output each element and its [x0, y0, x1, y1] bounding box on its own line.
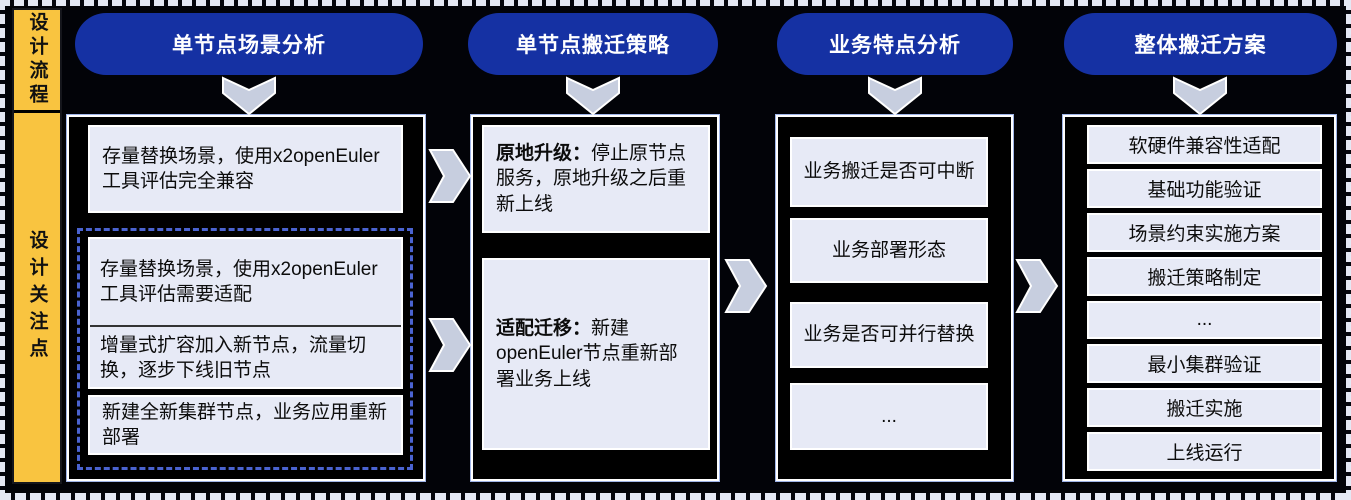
step-text: 上线运行	[1166, 443, 1243, 465]
step-text: 业务部署形态	[831, 239, 946, 261]
step-box: 搬迁策略制定	[1087, 256, 1322, 296]
stage-header-business-analysis: 业务特点分析	[777, 13, 1013, 75]
step-box: ...	[1087, 300, 1322, 340]
sidebar-label-design-focus: 设计关注点	[14, 113, 60, 482]
column-scenario-analysis: 存量替换场景，使用x2openEuler工具评估完全兼容 存量替换场景，使用x2…	[67, 115, 425, 481]
step-text: 存量替换场景，使用x2openEuler工具评估需要适配	[100, 258, 378, 305]
sidebar: 设计流程 设计关注点	[12, 8, 62, 484]
step-text: 增量式扩容加入新节点，流量切换，逐步下线旧节点	[100, 334, 367, 381]
right-arrow-icon	[428, 318, 472, 372]
step-text: 原地升级：停止原节点服务，原地升级之后重新上线	[496, 141, 696, 216]
right-arrow-icon	[1015, 259, 1059, 313]
step-box-pair: 存量替换场景，使用x2openEuler工具评估需要适配 增量式扩容加入新节点，…	[88, 237, 403, 389]
canvas-dashed-border-top	[0, 0, 1351, 6]
stage-header-label: 业务特点分析	[829, 34, 961, 57]
step-box: ...	[790, 383, 988, 450]
stage-header-label: 整体搬迁方案	[1134, 34, 1267, 57]
design-focus-dashed-group: 存量替换场景，使用x2openEuler工具评估需要适配 增量式扩容加入新节点，…	[77, 228, 413, 470]
plan-step-stack: 软硬件兼容性适配 基础功能验证 场景约束实施方案 搬迁策略制定 ... 最小集群…	[1087, 125, 1322, 471]
step-text: 基础功能验证	[1147, 179, 1262, 201]
step-box: 增量式扩容加入新节点，流量切换，逐步下线旧节点	[90, 329, 401, 387]
step-box: 原地升级：停止原节点服务，原地升级之后重新上线	[482, 125, 710, 233]
sidebar-label-design-process: 设计流程	[14, 10, 60, 110]
step-text: 业务搬迁是否可中断	[803, 161, 975, 183]
step-title: 原地升级：	[496, 143, 592, 165]
stage-header-overall-plan: 整体搬迁方案	[1064, 13, 1337, 75]
stage-header-label: 单节点搬迁策略	[516, 34, 670, 57]
step-text: 软硬件兼容性适配	[1128, 135, 1281, 157]
step-text: ...	[881, 405, 897, 427]
step-body: 新建openEuler节点重新部署业务上线	[496, 318, 678, 390]
right-arrow-icon	[428, 149, 472, 203]
canvas-dashed-border-right	[1346, 0, 1351, 500]
column-business-analysis: 业务搬迁是否可中断 业务部署形态 业务是否可并行替换 ...	[776, 115, 1013, 481]
step-text: 场景约束实施方案	[1128, 223, 1281, 245]
step-box: 存量替换场景，使用x2openEuler工具评估完全兼容	[88, 125, 403, 213]
step-box: 搬迁实施	[1087, 388, 1322, 428]
canvas-dashed-border-bottom	[0, 493, 1351, 500]
step-box: 适配迁移：新建openEuler节点重新部署业务上线	[482, 258, 710, 450]
step-box: 新建全新集群节点，业务应用重新部署	[88, 395, 403, 455]
stage-header-label: 单节点场景分析	[172, 34, 326, 57]
down-arrow-icon	[222, 76, 276, 116]
sidebar-label-text: 设计关注点	[26, 230, 48, 365]
stage-header-scenario-analysis: 单节点场景分析	[75, 13, 423, 75]
step-text: 存量替换场景，使用x2openEuler工具评估完全兼容	[102, 145, 380, 192]
step-title: 适配迁移：	[496, 318, 592, 340]
step-text: 业务是否可并行替换	[803, 324, 975, 346]
step-body: 停止原节点服务，原地升级之后重新上线	[496, 143, 687, 215]
step-box: 业务搬迁是否可中断	[790, 137, 988, 207]
step-text: 搬迁策略制定	[1147, 267, 1262, 289]
down-arrow-icon	[868, 76, 922, 116]
step-box: 软硬件兼容性适配	[1087, 125, 1322, 164]
step-box: 上线运行	[1087, 432, 1322, 471]
step-box: 场景约束实施方案	[1087, 212, 1322, 252]
column-overall-plan: 软硬件兼容性适配 基础功能验证 场景约束实施方案 搬迁策略制定 ... 最小集群…	[1063, 115, 1336, 481]
down-arrow-icon	[1173, 76, 1227, 116]
step-box: 业务是否可并行替换	[790, 302, 988, 368]
sidebar-label-text: 设计流程	[26, 12, 48, 108]
step-text: ...	[1196, 308, 1213, 330]
step-box: 最小集群验证	[1087, 344, 1322, 384]
stage-header-migration-strategy: 单节点搬迁策略	[468, 13, 718, 75]
down-arrow-icon	[566, 76, 620, 116]
step-text: 最小集群验证	[1147, 355, 1262, 377]
column-migration-strategy: 原地升级：停止原节点服务，原地升级之后重新上线 适配迁移：新建openEuler…	[471, 115, 719, 481]
step-text: 搬迁实施	[1166, 399, 1243, 421]
step-text: 新建全新集群节点，业务应用重新部署	[102, 401, 388, 448]
canvas-dashed-border-left	[0, 0, 5, 500]
step-box: 业务部署形态	[790, 218, 988, 283]
step-text: 适配迁移：新建openEuler节点重新部署业务上线	[496, 316, 696, 391]
step-box: 基础功能验证	[1087, 168, 1322, 208]
step-box: 存量替换场景，使用x2openEuler工具评估需要适配	[90, 239, 401, 327]
right-arrow-icon	[724, 259, 768, 313]
